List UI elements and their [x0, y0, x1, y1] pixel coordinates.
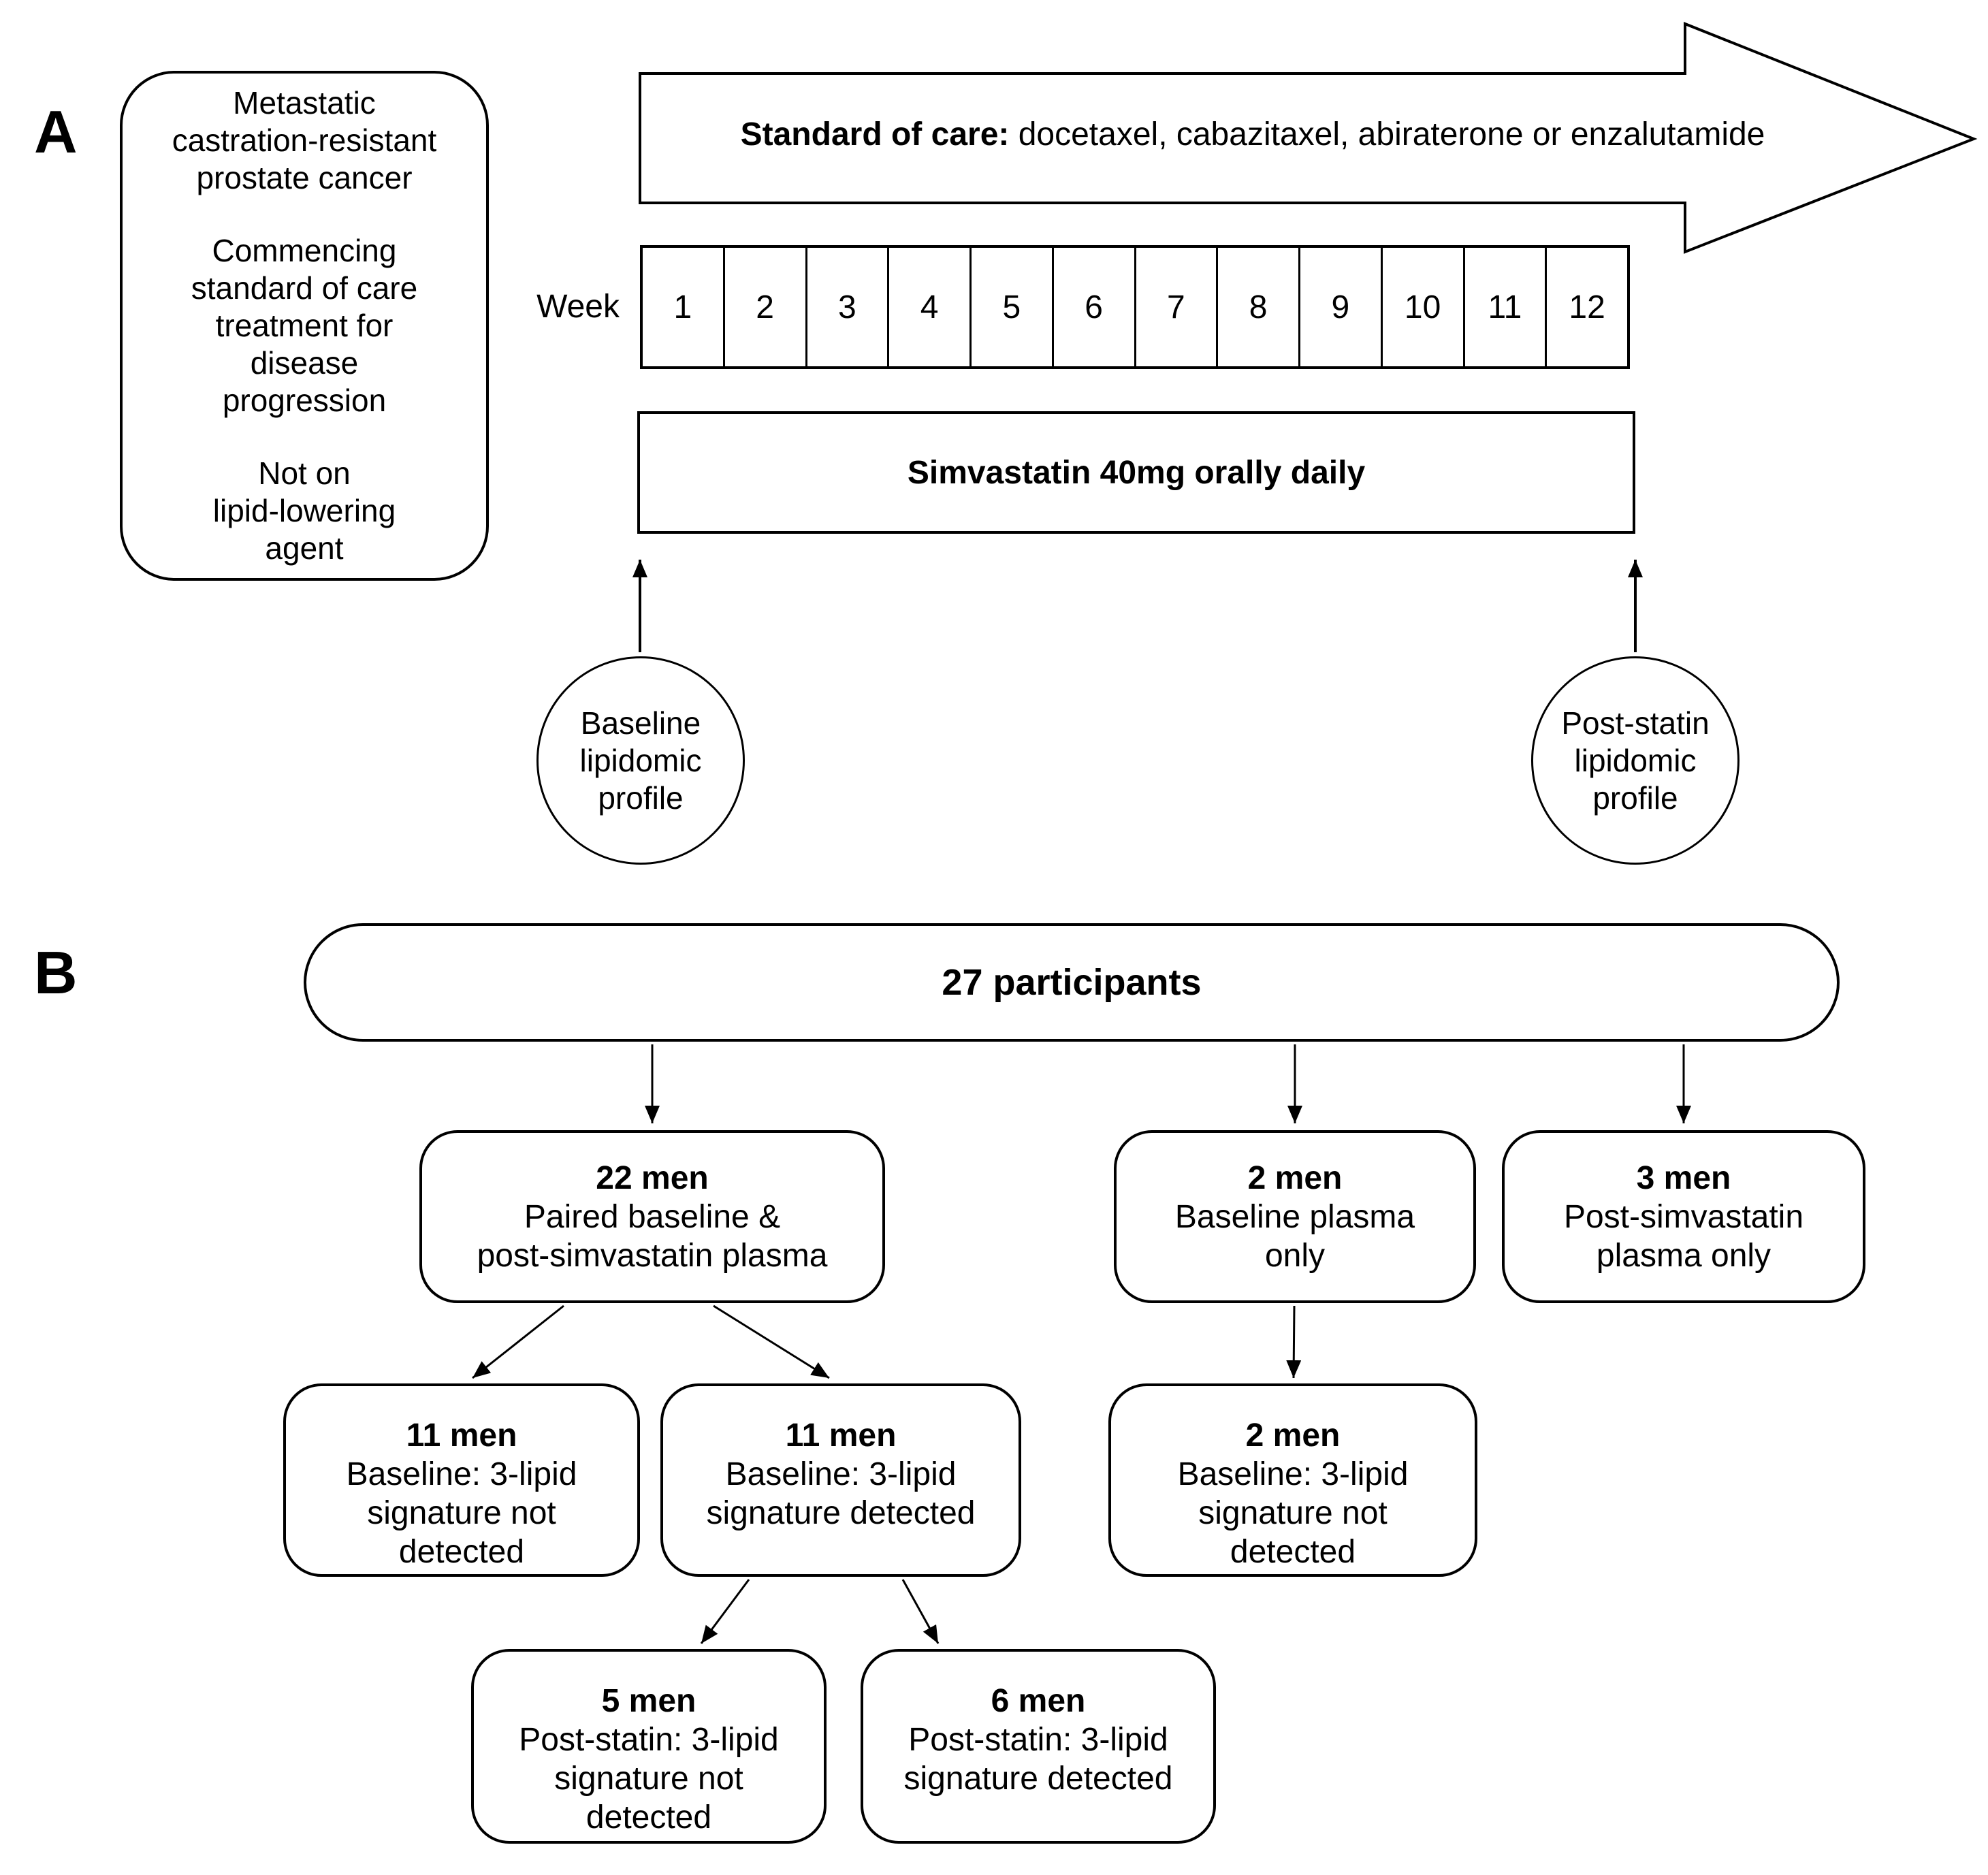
baseline-profile-circle: Baseline lipidomic profile: [536, 656, 745, 865]
simvastatin-box: Simvastatin 40mg orally daily: [637, 411, 1635, 534]
node-22men-paired: 22 men Paired baseline & post-simvastati…: [419, 1130, 885, 1303]
node-description: Baseline: 3-lipid signature not detected: [1177, 1456, 1409, 1570]
arrow-11men-to-5men: [700, 1579, 750, 1644]
node-description: Post-simvastatin plasma only: [1563, 1198, 1804, 1274]
node-description: Baseline plasma only: [1174, 1198, 1415, 1274]
week-cell-6: 6: [1051, 248, 1134, 366]
soc-arrow-text: Standard of care: docetaxel, cabazitaxel…: [722, 116, 1784, 154]
node-description: Paired baseline & post-simvastatin plasm…: [477, 1198, 828, 1274]
week-cell-4: 4: [887, 248, 969, 366]
node-count: 2 men: [1247, 1159, 1343, 1196]
node-count: 11 men: [406, 1417, 517, 1454]
week-cell-12: 12: [1545, 248, 1627, 366]
week-cell-5: 5: [969, 248, 1052, 366]
node-2men-baseline-only: 2 men Baseline plasma only: [1114, 1130, 1476, 1303]
week-cell-2: 2: [722, 248, 805, 366]
node-description: Baseline: 3-lipid signature detected: [706, 1456, 976, 1531]
week-cell-10: 10: [1380, 248, 1463, 366]
node-3men-poststatin-only: 3 men Post-simvastatin plasma only: [1502, 1130, 1865, 1303]
node-6men-poststatin-detected: 6 men Post-statin: 3-lipid signature det…: [861, 1649, 1216, 1844]
week-timeline: 1 2 3 4 5 6 7 8 9 10 11 12: [640, 245, 1630, 369]
arrow-22men-to-11men-detected: [713, 1304, 830, 1379]
panel-a-label: A: [34, 98, 78, 165]
node-count: 22 men: [596, 1159, 709, 1196]
week-cell-8: 8: [1216, 248, 1298, 366]
node-description: Post-statin: 3-lipid signature detected: [903, 1722, 1173, 1797]
node-description: Post-statin: 3-lipid signature not detec…: [519, 1722, 779, 1836]
soc-arrow-text-rest: docetaxel, cabazitaxel, abiraterone or e…: [1009, 116, 1765, 153]
node-count: 11 men: [785, 1417, 897, 1454]
week-cell-1: 1: [673, 289, 692, 325]
node-description: Baseline: 3-lipid signature not detected: [346, 1456, 577, 1570]
week-cell-9: 9: [1298, 248, 1381, 366]
week-cell-11: 11: [1462, 248, 1545, 366]
node-11men-baseline-detected: 11 men Baseline: 3-lipid signature detec…: [660, 1383, 1021, 1577]
node-11men-baseline-notdetected: 11 men Baseline: 3-lipid signature not d…: [283, 1383, 640, 1577]
arrow-22men-to-11men-notdetected: [472, 1304, 564, 1379]
week-axis-label: Week: [536, 289, 620, 325]
eligibility-criterion-2: Commencing standard of care treatment fo…: [191, 233, 418, 418]
node-count: 2 men: [1245, 1417, 1341, 1454]
week-cell-7: 7: [1134, 248, 1217, 366]
panel-b-label: B: [34, 939, 78, 1006]
eligibility-criterion-3: Not on lipid-lowering agent: [212, 455, 396, 566]
node-2men-baseline-notdetected: 2 men Baseline: 3-lipid signature not de…: [1108, 1383, 1477, 1577]
node-5men-poststatin-notdetected: 5 men Post-statin: 3-lipid signature not…: [471, 1649, 827, 1844]
node-count: 5 men: [601, 1683, 696, 1719]
participants-root-box: 27 participants: [304, 923, 1840, 1042]
eligibility-criterion-1: Metastatic castration-resistant prostate…: [172, 85, 437, 195]
poststatin-profile-circle: Post-statin lipidomic profile: [1531, 656, 1740, 865]
eligibility-box: Metastatic castration-resistant prostate…: [120, 71, 489, 581]
arrow-11men-to-6men: [901, 1579, 940, 1644]
week-cell-3: 3: [805, 248, 888, 366]
node-count: 3 men: [1636, 1159, 1731, 1196]
soc-arrow-text-bold: Standard of care:: [740, 116, 1010, 153]
node-count: 6 men: [991, 1683, 1086, 1719]
